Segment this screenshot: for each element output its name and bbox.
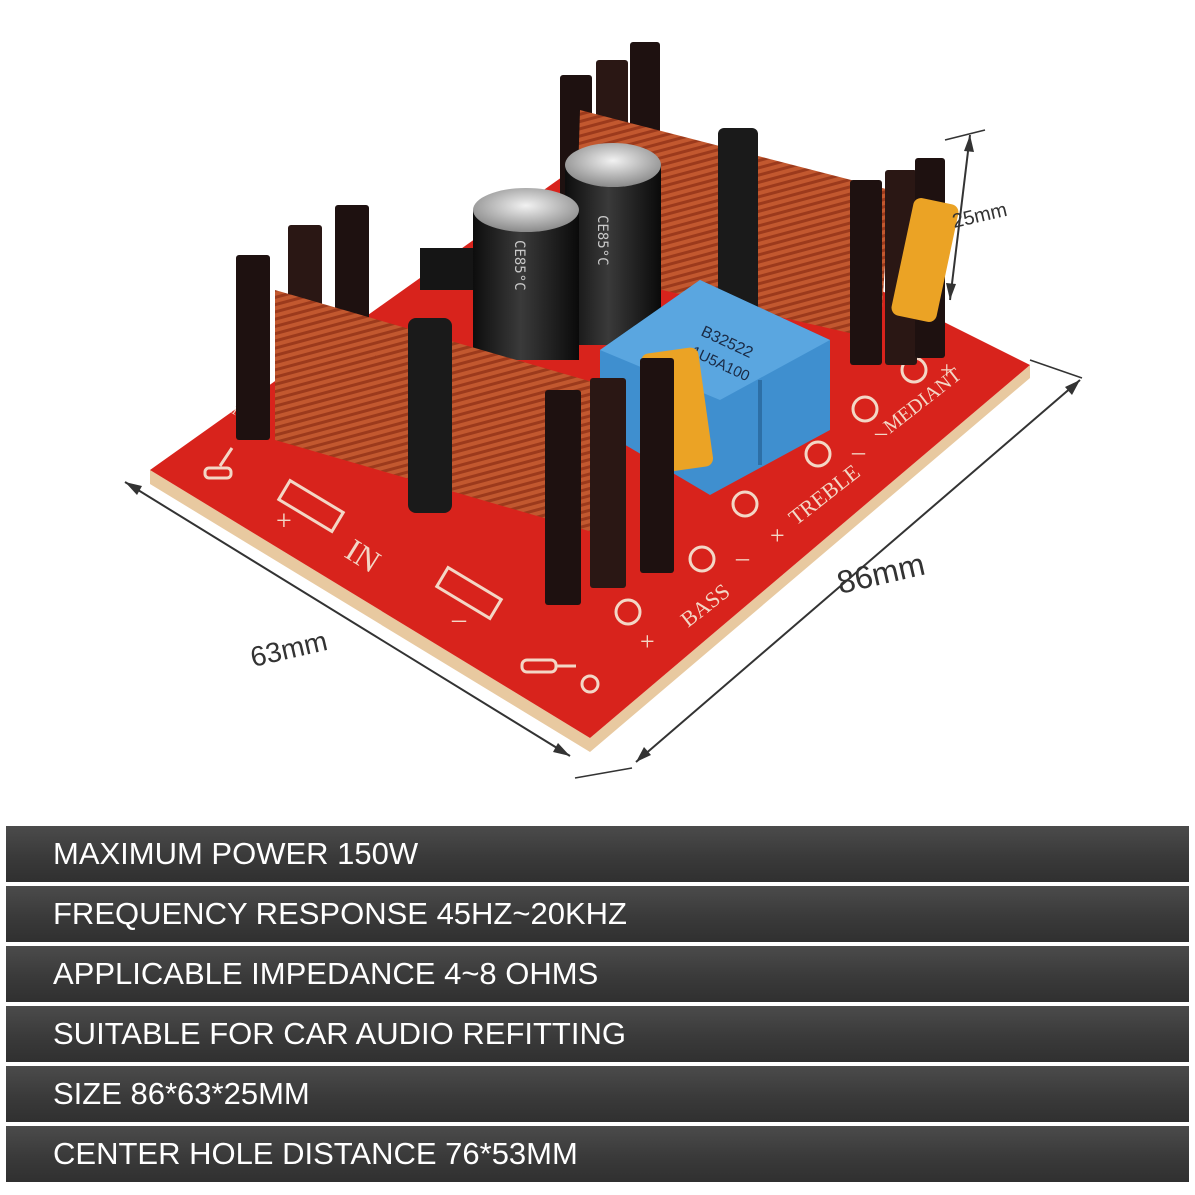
spec-size: SIZE 86*63*25MM [6,1066,1189,1122]
spec-application: SUITABLE FOR CAR AUDIO REFITTING [6,1006,1189,1062]
electrolytic-capacitor-front: CE85°C [473,188,579,360]
treble-minus-label: – [851,437,866,466]
screw-icon [520,658,576,674]
spec-impedance: APPLICABLE IMPEDANCE 4~8 OHMS [6,946,1189,1002]
front-inductor-coil [236,205,674,605]
spec-max-power: MAXIMUM POWER 150W [6,826,1189,882]
screw-icon [203,447,234,480]
spec-frequency-response: FREQUENCY RESPONSE 45HZ~20KHZ [6,886,1189,942]
capacitor-marking: CE85°C [511,240,527,291]
length-dimension-label: 86mm [833,546,928,601]
bass-minus-label: – [735,543,750,572]
spec-hole-distance: CENTER HOLE DISTANCE 76*53MM [6,1126,1189,1182]
treble-plus-label: + [770,521,785,550]
input-minus-label: – [451,604,467,635]
dimension-lines [124,129,1083,779]
crossover-illustration: IN + – + – + – – + BASS TREBLE MEDIANT 1… [124,42,1083,779]
width-dimension-label: 63mm [247,625,330,673]
mediant-plus-label: + [940,358,954,384]
bass-plus-label: + [640,627,655,656]
yellow-resistor [891,198,959,322]
capacitor-marking: CE85°C [594,215,610,266]
product-photo: IN + – + – + – – + BASS TREBLE MEDIANT 1… [124,42,1083,779]
spec-list: MAXIMUM POWER 150W FREQUENCY RESPONSE 45… [6,826,1189,1186]
electrolytic-capacitor-rear: CE85°C [565,143,661,345]
mediant-minus-label: – [874,420,888,446]
input-plus-label: + [276,506,292,537]
height-dimension-label: 25mm [950,199,1009,233]
